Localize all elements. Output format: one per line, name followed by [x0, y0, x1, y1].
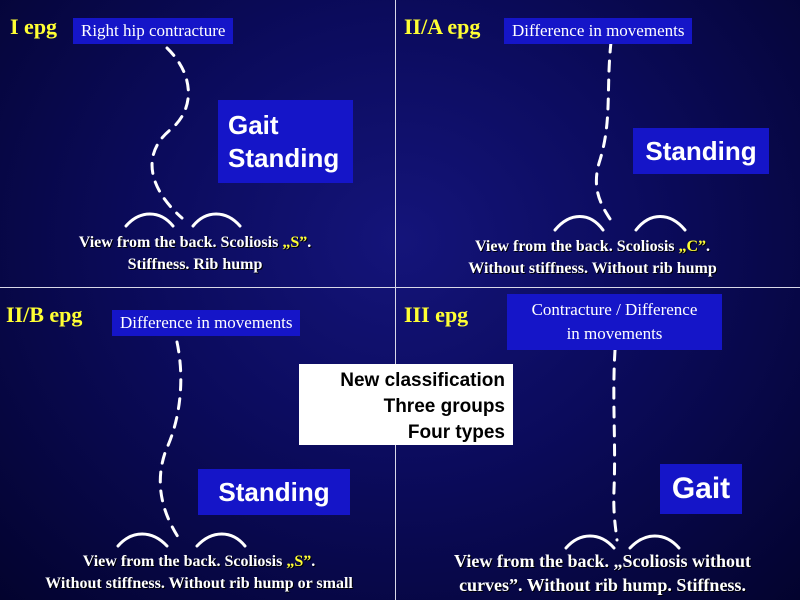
vertical-divider — [395, 0, 396, 600]
summary-line2: Three groups — [383, 396, 505, 417]
q1-title: I epg — [10, 14, 58, 39]
q2-desc-part-b: . — [706, 238, 711, 255]
summary-line3: Four types — [407, 422, 505, 443]
q1-shoulder-right — [191, 212, 242, 228]
summary-line1: New classification — [340, 370, 505, 391]
q4-shoulder-right — [628, 534, 681, 550]
q4-label-line1: Contracture / Difference — [531, 300, 698, 319]
q1-description: View from the back. Scoliosis „S”. Stiff… — [20, 232, 370, 276]
q3-shoulder-right — [195, 532, 247, 548]
q2-description: View from the back. Scoliosis „C”. Witho… — [410, 236, 775, 280]
q2-mode-box: Standing — [633, 128, 769, 174]
q1-mode-box: Gait Standing — [218, 100, 353, 183]
q4-title: III epg — [404, 302, 469, 327]
q3-title: II/B epg — [6, 302, 83, 327]
q4-desc-line1: View from the back. „Scoliosis without — [454, 551, 751, 571]
q2-desc-part-a: View from the back. Scoliosis — [474, 238, 679, 255]
q1-desc-quote: „S” — [282, 234, 308, 251]
q3-condition-label: Difference in movements — [112, 310, 301, 336]
q4-spine-line — [612, 348, 619, 542]
q3-shoulder-left — [116, 532, 169, 548]
q3-mode-box: Standing — [198, 469, 350, 515]
q4-description: View from the back. „Scoliosis without c… — [405, 549, 800, 597]
q2-title: II/A epg — [404, 14, 481, 39]
q3-desc-part-a: View from the back. Scoliosis — [82, 553, 287, 570]
q3-desc-line2: Without stiffness. Without rib hump or s… — [45, 575, 353, 592]
q2-desc-quote: „C” — [678, 238, 707, 255]
q3-spine-curve — [158, 340, 183, 542]
q1-shoulder-left — [124, 212, 175, 228]
q3-description: View from the back. Scoliosis „S”. Witho… — [4, 551, 394, 595]
q1-condition-label: Right hip contracture — [73, 18, 234, 44]
q1-desc-part-a: View from the back. Scoliosis — [78, 234, 283, 251]
q2-shoulder-right — [634, 215, 687, 232]
q3-mode-line1: Standing — [218, 476, 330, 507]
q1-mode-line2: Standing — [228, 142, 340, 173]
q3-desc-quote: „S” — [286, 553, 312, 570]
q2-shoulder-left — [553, 215, 605, 232]
q4-mode-line1: Gait — [671, 472, 731, 506]
q3-desc-part-b: . — [311, 553, 316, 570]
q4-label-line2: in movements — [566, 324, 663, 343]
q2-condition-label: Difference in movements — [504, 18, 693, 44]
q1-mode-line1: Gait — [228, 110, 279, 140]
q1-desc-part-b: . — [307, 234, 312, 251]
q1-spine-curve — [150, 46, 190, 220]
q4-mode-box: Gait — [660, 464, 742, 514]
q1-desc-line2: Stiffness. Rib hump — [127, 256, 263, 273]
q2-desc-line2: Without stiffness. Without rib hump — [468, 260, 717, 277]
q2-spine-curve — [594, 40, 614, 224]
q2-mode-line1: Standing — [645, 135, 757, 166]
classification-summary-box: New classification Three groups Four typ… — [299, 364, 513, 445]
q4-desc-line2: curves”. Without rib hump. Stiffness. — [459, 575, 746, 595]
horizontal-divider — [0, 287, 800, 288]
q4-shoulder-left — [564, 534, 616, 550]
q4-condition-label: Contracture / Difference in movements — [507, 294, 722, 350]
